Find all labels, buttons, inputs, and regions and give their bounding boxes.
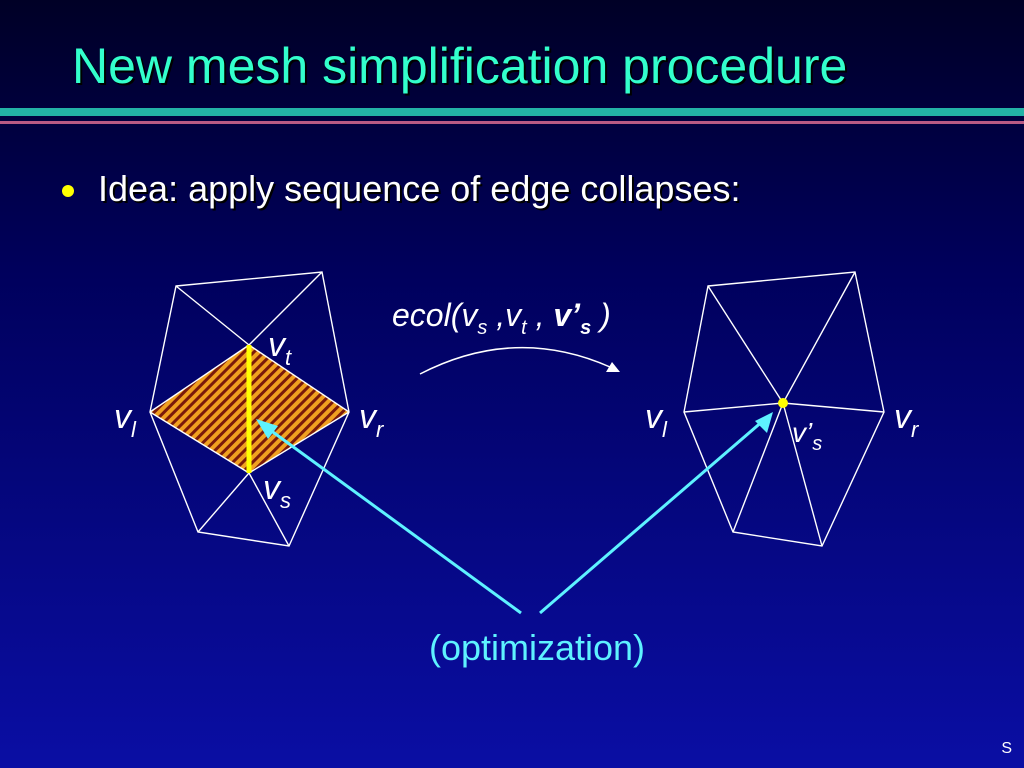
new-vertex-point — [778, 398, 788, 408]
label-vl-left: vl — [114, 398, 137, 442]
optimization-caption: (optimization) — [429, 627, 645, 668]
title-divider-teal — [0, 108, 1024, 116]
label-vt-left: vt — [268, 326, 292, 370]
collapse-arrow — [419, 346, 620, 375]
slide-number: S — [1001, 740, 1012, 757]
label-vs-left: vs — [263, 469, 291, 513]
bullet-item: Idea: apply sequence of edge collapses: — [62, 168, 740, 210]
label-vs-prime-right: v’s — [792, 417, 822, 455]
ecol-operation-label: ecol(vs ,vt , v’s ) — [392, 297, 611, 339]
bullet-text: Idea: apply sequence of edge collapses: — [98, 168, 741, 209]
mesh-before-collapse — [149, 271, 350, 547]
hatched-face-left — [150, 345, 249, 473]
mesh-after-collapse — [683, 271, 885, 547]
mesh-edges-left — [149, 271, 350, 547]
label-vl-right: vl — [645, 398, 668, 442]
title-divider-pink — [0, 121, 1024, 124]
slide-title: New mesh simplification procedure — [72, 38, 848, 94]
label-vr-left: vr — [359, 398, 385, 442]
hatched-face-right — [249, 345, 349, 473]
optimization-arrows — [256, 412, 773, 615]
label-vr-right: vr — [894, 398, 920, 442]
bullet-dot-icon — [62, 185, 74, 197]
